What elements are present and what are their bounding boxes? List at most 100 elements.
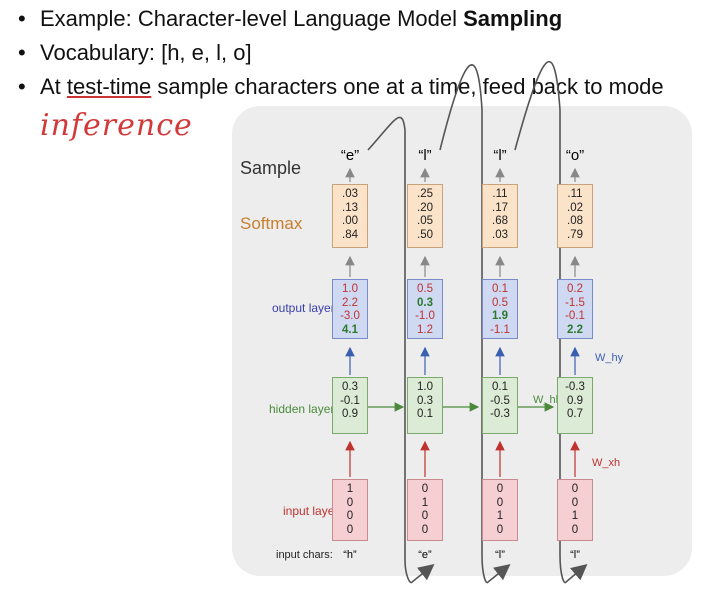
output-value: 0.3 xyxy=(417,296,433,309)
hidden-value: -0.5 xyxy=(490,394,510,407)
input-char-1: “h” xyxy=(343,549,357,561)
bullet-1-text: Example: Character-level Language Model xyxy=(40,6,464,31)
hidden-value: 1.0 xyxy=(417,381,433,393)
softmax-value: .05 xyxy=(417,215,433,227)
sample-char-3: “l” xyxy=(493,147,507,164)
output-value: 0.2 xyxy=(567,283,583,295)
w-xh-label: W_xh xyxy=(592,457,621,469)
softmax-value: .00 xyxy=(342,215,358,227)
hidden-value: 0.9 xyxy=(567,394,583,407)
input-value: 0 xyxy=(496,483,504,495)
bullet-1: •Example: Character-level Language Model… xyxy=(18,2,717,36)
hidden-value: 0.3 xyxy=(417,394,433,407)
softmax-cell-3: .11.17.68.03 xyxy=(482,184,518,248)
output-value: -1.1 xyxy=(490,323,510,336)
input-layer-label: input layer xyxy=(283,504,339,518)
hidden-value: 0.9 xyxy=(342,408,358,420)
input-value: 0 xyxy=(571,483,579,495)
hidden-value: -0.3 xyxy=(565,381,585,393)
softmax-value: .13 xyxy=(342,201,358,214)
input-char-2: “e” xyxy=(418,549,432,561)
input-value: 1 xyxy=(421,496,429,509)
input-value: 0 xyxy=(346,523,354,536)
feedback-arrowhead-3 xyxy=(565,563,588,583)
output-value: 4.1 xyxy=(342,323,358,336)
softmax-value: .50 xyxy=(417,228,433,241)
output-value: 0.1 xyxy=(492,283,508,295)
softmax-cell-1: .03.13.00.84 xyxy=(332,184,368,248)
sampling-feedback-loop-3 xyxy=(514,60,567,584)
input-value: 0 xyxy=(346,510,354,522)
w-hy-label: W_hy xyxy=(595,352,624,364)
sample-char-1: “e” xyxy=(340,147,360,164)
sampling-feedback-loop-1 xyxy=(367,116,413,584)
sampling-feedback-loop-2 xyxy=(439,64,489,584)
feedback-arrowhead-1 xyxy=(411,564,435,583)
softmax-value: .02 xyxy=(567,201,583,214)
input-char-4: “l” xyxy=(570,549,580,561)
input-value: 0 xyxy=(421,483,429,495)
bullet-2: •Vocabulary: [h, e, l, o] xyxy=(18,36,717,70)
bullet-2-text: Vocabulary: [h, e, l, o] xyxy=(40,40,252,65)
input-value: 0 xyxy=(421,523,429,536)
softmax-cell-4: .11.02.08.79 xyxy=(557,184,593,248)
diagram-panel xyxy=(232,106,692,576)
softmax-value: .25 xyxy=(417,188,433,200)
output-value: -1.5 xyxy=(565,296,585,309)
hidden-layer-label: hidden layer xyxy=(269,402,335,416)
output-value: 2.2 xyxy=(567,323,583,336)
output-value: 0.5 xyxy=(492,296,508,309)
softmax-value: .11 xyxy=(567,188,583,200)
input-value: 1 xyxy=(346,483,354,495)
input-value: 0 xyxy=(571,496,579,509)
softmax-value: .08 xyxy=(567,215,583,227)
output-value: 1.9 xyxy=(492,310,508,322)
input-value: 0 xyxy=(496,496,504,509)
hidden-cell-3: 0.1-0.5-0.3 xyxy=(482,377,518,434)
output-value: 2.2 xyxy=(342,296,358,309)
input-value: 0 xyxy=(496,523,504,536)
bullet-3-underlined: test-time xyxy=(66,74,152,99)
output-value: -0.1 xyxy=(565,310,585,322)
output-value: 1.2 xyxy=(417,323,433,336)
input-value: 0 xyxy=(421,510,429,522)
bullet-1-bold: Sampling xyxy=(463,6,563,31)
sample-label: Sample xyxy=(240,158,302,178)
input-value: 1 xyxy=(571,510,579,522)
bullet-list: • Example: Character-level Language Model… xyxy=(18,2,717,104)
softmax-cell-2: .25.20.05.50 xyxy=(407,184,443,248)
softmax-value: .03 xyxy=(342,188,358,200)
hidden-value: -0.1 xyxy=(340,394,360,407)
hidden-value: -0.3 xyxy=(490,408,510,420)
softmax-value: .79 xyxy=(567,228,583,241)
hidden-value: 0.1 xyxy=(492,381,508,393)
input-chars-label: input chars: xyxy=(276,549,333,561)
feedback-arrowhead-2 xyxy=(487,564,511,583)
output-value: 0.5 xyxy=(417,283,433,295)
output-value: -1.0 xyxy=(415,310,435,322)
input-value: 0 xyxy=(346,496,354,509)
hidden-value: 0.3 xyxy=(342,381,358,393)
bullet-3-pre: At xyxy=(40,74,67,99)
input-value: 1 xyxy=(496,510,504,522)
hidden-value: 0.1 xyxy=(417,408,433,420)
w-hh-label: W_hh xyxy=(533,394,562,406)
sample-char-4: “o” xyxy=(565,147,585,164)
hidden-value: 0.7 xyxy=(567,408,583,420)
bullet-dot-icon: • xyxy=(18,74,26,99)
softmax-value: .03 xyxy=(492,228,508,241)
softmax-value: .17 xyxy=(492,201,508,214)
softmax-value: .84 xyxy=(342,228,358,241)
bullet-3: •At test-time sample characters one at a… xyxy=(18,70,717,104)
output-value: 1.0 xyxy=(342,283,358,295)
softmax-value: .11 xyxy=(492,188,508,200)
